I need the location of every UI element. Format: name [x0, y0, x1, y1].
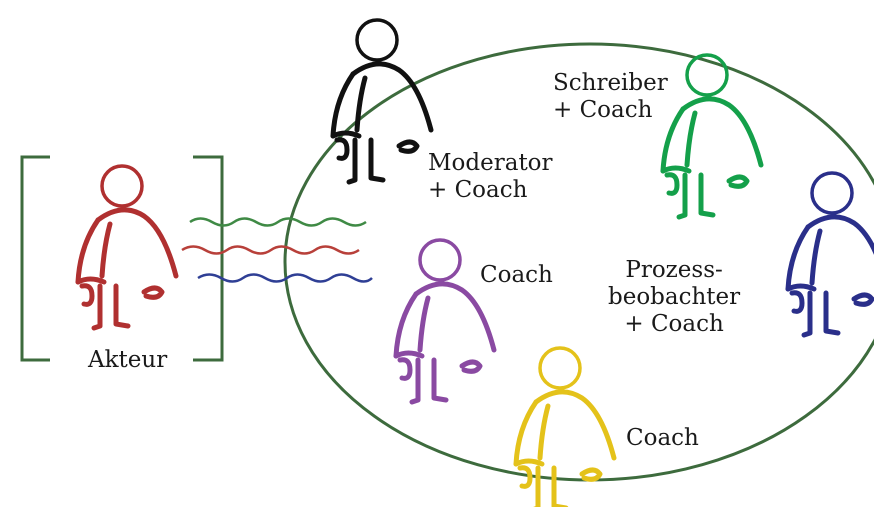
figure-moderator-hand-right — [396, 139, 420, 154]
figure-schreiber-body-left — [684, 110, 698, 168]
figure-prozessbeobachter-head — [810, 171, 854, 215]
figure-prozessbeobachter-hand-right — [851, 292, 874, 307]
figure-coach-purple-leg-right — [431, 357, 449, 403]
figure-moderator-leg-right — [368, 137, 386, 183]
figure-akteur — [75, 164, 179, 331]
figure-coach-yellow-head — [538, 346, 582, 390]
figure-akteur-leg-right — [113, 283, 131, 329]
label-coach-purple: Coach — [480, 262, 553, 288]
wave-red — [181, 245, 360, 255]
figure-akteur-shoulders — [95, 207, 179, 279]
label-schreiber-coach: Schreiber + Coach — [553, 70, 668, 123]
wave-green — [189, 217, 367, 227]
figure-schreiber-head — [685, 53, 729, 97]
figure-schreiber-shoulders — [680, 96, 764, 168]
figure-coach-purple-arm-left — [393, 291, 419, 359]
figure-prozessbeobachter-body-left — [809, 228, 823, 286]
figure-coach-yellow-leg-right — [551, 465, 569, 507]
figure-coach-purple-hand-right — [459, 359, 483, 374]
figure-schreiber-arm-left — [660, 106, 686, 174]
figure-coach-purple-shoulders — [413, 281, 497, 353]
figure-schreiber-leg-right — [698, 172, 716, 218]
figure-coach-purple — [393, 238, 497, 405]
figure-coach-yellow-body-left — [537, 403, 551, 461]
figure-akteur-head — [100, 164, 144, 208]
figure-coach-yellow-arm-left — [513, 399, 539, 467]
figure-prozessbeobachter-shoulders — [805, 214, 874, 256]
figure-moderator — [330, 18, 434, 185]
figure-moderator-shoulders — [350, 61, 434, 133]
akteur-bracket-left — [20, 155, 50, 362]
wave-blue — [197, 273, 373, 283]
figure-coach-purple-head — [418, 238, 462, 282]
label-prozessbeobachter-coach: Prozess- beobachter + Coach — [608, 257, 741, 337]
figure-moderator-head — [355, 18, 399, 62]
figure-schreiber-hand-right — [726, 174, 750, 189]
figure-coach-yellow-shoulders — [533, 389, 617, 461]
figure-prozessbeobachter-leg-right — [823, 290, 841, 336]
figure-prozessbeobachter — [785, 171, 874, 338]
akteur-bracket-right — [193, 155, 224, 362]
figure-coach-yellow-leg-left — [533, 465, 541, 507]
figure-moderator-leg-left — [346, 137, 358, 185]
figure-coach-purple-leg-left — [409, 357, 421, 405]
label-coach-yellow: Coach — [626, 425, 699, 451]
figure-schreiber — [660, 53, 764, 220]
figure-coach-purple-body-left — [417, 295, 431, 353]
figure-prozessbeobachter-leg-left — [801, 290, 813, 338]
figure-coach-yellow-hand-left — [513, 458, 545, 489]
figure-coach-yellow-hand-right — [579, 467, 603, 482]
figure-akteur-hand-left — [75, 276, 107, 307]
figure-prozessbeobachter-arm-left — [785, 224, 811, 292]
figure-akteur-leg-left — [91, 283, 103, 331]
figure-moderator-arm-left — [330, 71, 356, 139]
figure-prozessbeobachter-hand-left — [785, 283, 817, 314]
figure-coach-purple-hand-left — [393, 350, 425, 381]
figure-coach-yellow — [513, 346, 617, 507]
figure-moderator-body-left — [354, 75, 368, 133]
figure-akteur-arm-left — [75, 217, 101, 285]
figure-schreiber-hand-left — [660, 165, 692, 196]
figure-akteur-body-left — [99, 221, 113, 279]
label-akteur: Akteur — [82, 347, 174, 374]
figure-akteur-hand-right — [141, 285, 165, 300]
figure-schreiber-leg-left — [676, 172, 688, 220]
label-moderator-coach: Moderator + Coach — [428, 150, 553, 203]
figure-moderator-hand-left — [330, 130, 362, 161]
